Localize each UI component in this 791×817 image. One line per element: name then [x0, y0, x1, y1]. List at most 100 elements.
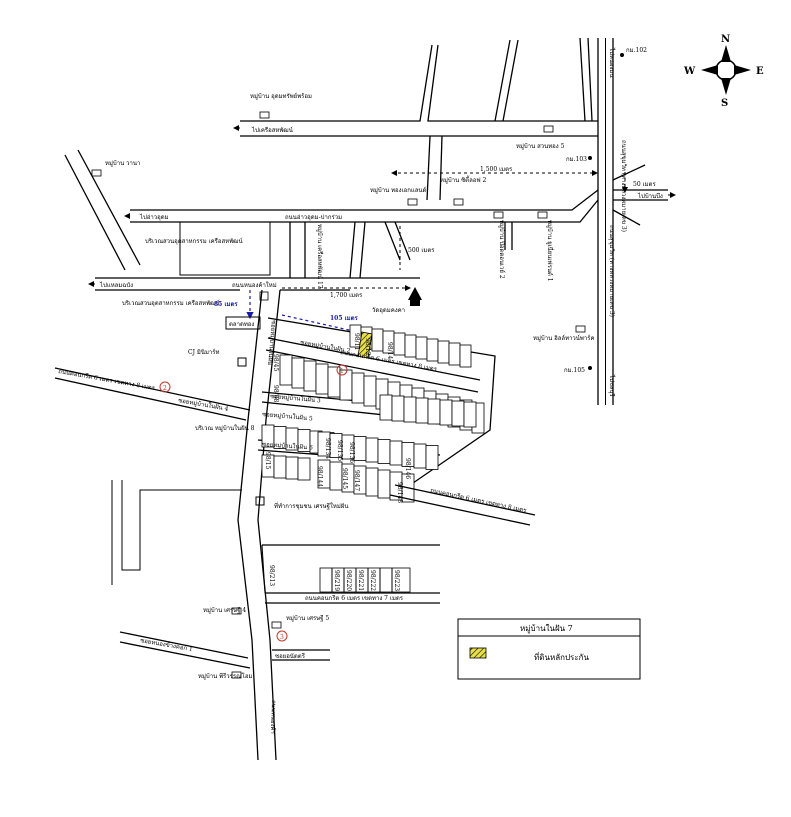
industrial-1-label: บริเวณสวนอุตสาหกรรม เครือสหพัฒน์	[145, 237, 243, 245]
p-98-11: 98/11	[353, 333, 360, 350]
p-98-213: 98/213	[268, 565, 275, 586]
km103-marker	[588, 156, 592, 160]
village-wana: หมู่บ้าน วานา	[91, 160, 140, 177]
village-fugen: หมู่บ้าน ฮิลล์ทาวน์พาร์ค	[533, 325, 594, 342]
p-98-45: 98/45	[272, 354, 279, 371]
km105-marker	[588, 366, 592, 370]
p-98-222: 98/222	[369, 570, 376, 591]
soi-pinan-label: ซอยอนัตตรี	[275, 652, 306, 660]
v-wana-label: หมู่บ้าน วานา	[105, 160, 140, 167]
compass-w: W	[683, 66, 696, 77]
village-thaoengkao: หมู่บ้าน ทองเอกแลนด์	[370, 186, 427, 206]
road-south-label: ถนนหนองค้า	[269, 700, 277, 734]
p-98-221: 98/221	[357, 570, 364, 591]
p-98-148: 98/148	[396, 482, 403, 503]
marker-2-label: 2	[163, 385, 167, 392]
concrete-1-label: ถนนคอนกรีต 6 เมตร เขตทาง 8 เมตร	[58, 367, 157, 392]
soi-5-label: ซอยหมู่บ้านในฝัน 5	[262, 410, 313, 422]
km102-marker	[620, 53, 624, 57]
plot	[285, 456, 299, 480]
dist-1500-label: 1,500 เมตร	[480, 166, 513, 173]
village-city: หมู่บ้าน ซิตี้ลอฟ 2	[440, 174, 487, 206]
plot	[403, 396, 417, 423]
km103-label: กม.103	[566, 156, 587, 163]
v-suanthong-label: หมู่บ้าน สวนทอง 5	[516, 143, 565, 150]
p-98-12: 98/12	[364, 338, 371, 355]
office-box	[255, 496, 265, 506]
plot	[365, 437, 379, 463]
house-icon	[231, 671, 242, 679]
compass-e: E	[756, 66, 764, 77]
plot	[439, 399, 453, 426]
v-setthi5-label: หมู่บ้าน เศรษฐี 5	[286, 614, 329, 622]
v-pirom-label: หมู่บ้าน พีรีวรรณโฮม	[198, 672, 253, 680]
village-setthi5: หมู่บ้าน เศรษฐี 5	[271, 614, 329, 629]
compass: N S W E	[683, 34, 764, 109]
concrete-3-label: ถนนคอนกรีต 6 เมตร เขตทาง 8 เมตร	[430, 486, 528, 514]
km102-label: กม.102	[626, 47, 647, 54]
to-nongmon-label: ไปหนองมน	[608, 47, 616, 77]
plot	[273, 455, 287, 479]
industrial-block-1	[179, 221, 271, 276]
house-icon	[575, 325, 586, 333]
house-icon	[493, 211, 504, 219]
to-ban-bueng-label: ไปบ้านบึง	[637, 192, 663, 200]
hwy-south-label: ถนนสุขุมวิท (ทางหลวงหมายเลข 3)	[608, 225, 615, 317]
village-udomsap: หมู่บ้าน อุดมทรัพย์พร้อม	[250, 92, 312, 119]
house-icon	[407, 198, 418, 206]
hwy-north-label: ถนนสุขุมวิท (ทางหลวงหมายเลข 3)	[620, 140, 627, 232]
p-98-135: 98/135	[336, 440, 343, 461]
market-box	[225, 316, 261, 330]
v-pakrong-label: หมู่บ้าน ป๊อดตอนเวย์ 2	[498, 220, 506, 279]
plot	[363, 375, 377, 407]
p-98-136: 98/136	[348, 442, 355, 463]
police-label: ตลาดทอง	[229, 321, 254, 328]
v-udomsap-label: หมู่บ้าน อุดมทรัพย์พร้อม	[250, 92, 312, 100]
plot	[391, 395, 405, 422]
plot	[377, 439, 391, 464]
dist-105-line	[281, 314, 382, 340]
plot	[448, 342, 461, 366]
plot	[415, 336, 428, 360]
p-98-219: 98/219	[333, 570, 340, 591]
concrete-4-label: ถนนคอนกรีต 6 เมตร เขตทาง 7 เมตร	[305, 594, 404, 602]
v-nuanmeng-label: หมู่บ้าน ยูเนี่ยนเฟรนด์ 1	[546, 220, 554, 282]
village-pirom: หมู่บ้าน พีรีวรรณโฮม	[198, 671, 253, 680]
temple-label: วัดอุดมคงคา	[372, 307, 405, 314]
km105-label: กม.105	[564, 367, 585, 374]
marker-1	[336, 364, 348, 376]
plot	[459, 344, 472, 368]
plot	[404, 334, 417, 358]
v-setthi4-label: หมู่บ้าน เศรษฐี 4	[203, 606, 246, 614]
dist-105-label: 105 เมตร	[330, 315, 359, 322]
dist-85-label: 85 เมตร	[214, 301, 238, 308]
to-laem-chabang2-label: ไปแหลมฉบัง	[99, 281, 133, 289]
temple-icon	[408, 287, 422, 300]
soi-6-label: ซอยหมู่บ้านในฝัน 6	[262, 440, 313, 452]
road-udom-label: ถนนอ่าวอุดม-ปากร่วม	[285, 214, 342, 221]
house-icon	[543, 125, 554, 133]
p-98-144: 98/144	[316, 466, 323, 487]
legend-swatch	[469, 647, 487, 659]
plot	[437, 340, 450, 364]
house-icon	[271, 621, 282, 629]
plot	[279, 354, 293, 386]
compass-n: N	[721, 34, 730, 45]
plot	[315, 363, 329, 395]
house-icon	[537, 211, 548, 219]
plot	[329, 461, 343, 491]
plot	[377, 469, 391, 499]
marker-3	[276, 630, 288, 642]
plot	[327, 366, 341, 398]
compass-s: S	[721, 98, 728, 109]
soi-main-label: ซอยหมู่บ้านในฝัน	[266, 320, 278, 366]
plot	[426, 338, 439, 362]
v-thaoengkao-label: หมู่บ้าน ทองเอกแลนด์	[370, 186, 427, 194]
village-setthi4: หมู่บ้าน เศรษฐี 4	[203, 606, 246, 615]
plot	[365, 467, 379, 497]
plot	[291, 357, 305, 389]
plot	[379, 394, 393, 421]
house-icon	[259, 111, 270, 119]
dist-50-label: 50 เมตร	[633, 181, 656, 188]
